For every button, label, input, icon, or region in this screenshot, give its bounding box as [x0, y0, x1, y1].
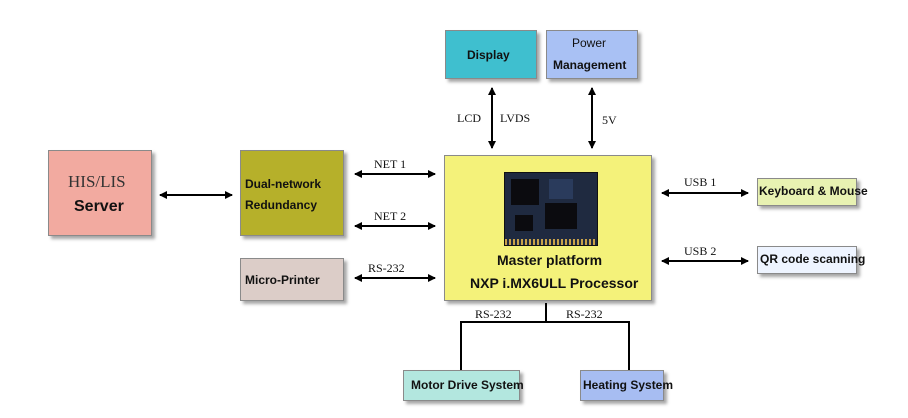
usb1-label: USB 1 [684, 175, 717, 189]
master-label-line1: Master platform [497, 252, 603, 268]
dual-network-redundancy-block [240, 150, 344, 236]
display-label: Display [467, 48, 510, 62]
keyboard-mouse-block [757, 178, 857, 206]
heating-system-label: Heating System [583, 378, 674, 392]
power-label-line1: Power [572, 36, 607, 50]
keyboard-mouse-label: Keyboard & Mouse [759, 184, 868, 198]
power-label-line2: Management [553, 58, 627, 72]
net2-label: NET 2 [374, 209, 407, 223]
lcd-label: LCD [457, 111, 481, 125]
server-label-line2: Server [74, 198, 124, 215]
rs232-printer-label: RS-232 [368, 261, 405, 275]
motor-drive-label: Motor Drive System [411, 378, 524, 392]
server-label-line1: HIS/LIS [68, 172, 126, 191]
display-block [445, 30, 537, 79]
rs232-heating-label: RS-232 [566, 307, 603, 321]
chip-memory [545, 203, 577, 229]
heating-system-block [580, 370, 664, 401]
qr-code-scanning-block [757, 246, 857, 274]
net1-label: NET 1 [374, 157, 407, 171]
qr-code-scanning-label: QR code scanning [760, 252, 866, 266]
redundancy-label-line2: Redundancy [245, 198, 318, 212]
power-management-block [546, 30, 638, 79]
5v-label: 5V [602, 113, 617, 127]
master-label-line2: NXP i.MX6ULL Processor [470, 275, 639, 291]
micro-printer-block [240, 258, 344, 301]
bus-rs232-split [460, 321, 630, 370]
chip-small [515, 215, 533, 231]
motor-drive-system-block [403, 370, 520, 401]
lvds-label: LVDS [500, 111, 531, 125]
redundancy-label-line1: Dual-network [245, 177, 322, 191]
chip-secondary [549, 179, 573, 199]
chip-pins [505, 239, 597, 245]
usb2-label: USB 2 [684, 244, 717, 258]
rs232-motor-label: RS-232 [475, 307, 512, 321]
chip-main [511, 179, 539, 205]
his-lis-server-block [48, 150, 152, 236]
processor-module-image [504, 172, 598, 246]
micro-printer-label: Micro-Printer [245, 273, 320, 287]
